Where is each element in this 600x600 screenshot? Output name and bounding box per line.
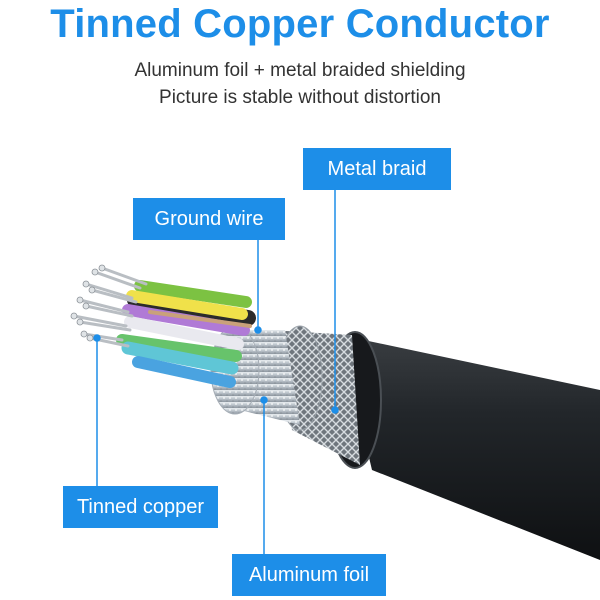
- ground-wire-callout: Ground wire: [133, 198, 285, 240]
- metal-braid-leader-dot: [331, 406, 339, 414]
- subtitle-line-2: Picture is stable without distortion: [159, 87, 441, 108]
- subtitle-line-1: Aluminum foil + metal braided shielding: [134, 60, 466, 81]
- inner-wires: [116, 280, 256, 388]
- cable-jacket: [328, 331, 600, 560]
- strand-tips: [70, 264, 106, 342]
- page-title: Tinned Copper Conductor: [50, 2, 550, 46]
- metal-braid-callout: Metal braid: [303, 148, 451, 190]
- aluminum-foil-callout: Aluminum foil: [232, 554, 386, 596]
- aluminum-foil-leader-dot: [260, 396, 268, 404]
- tinned-copper-callout: Tinned copper: [63, 486, 218, 528]
- tinned-copper-leader-dot: [93, 334, 101, 342]
- callout-leaders: [93, 190, 339, 554]
- ground-wire-leader-dot: [254, 326, 262, 334]
